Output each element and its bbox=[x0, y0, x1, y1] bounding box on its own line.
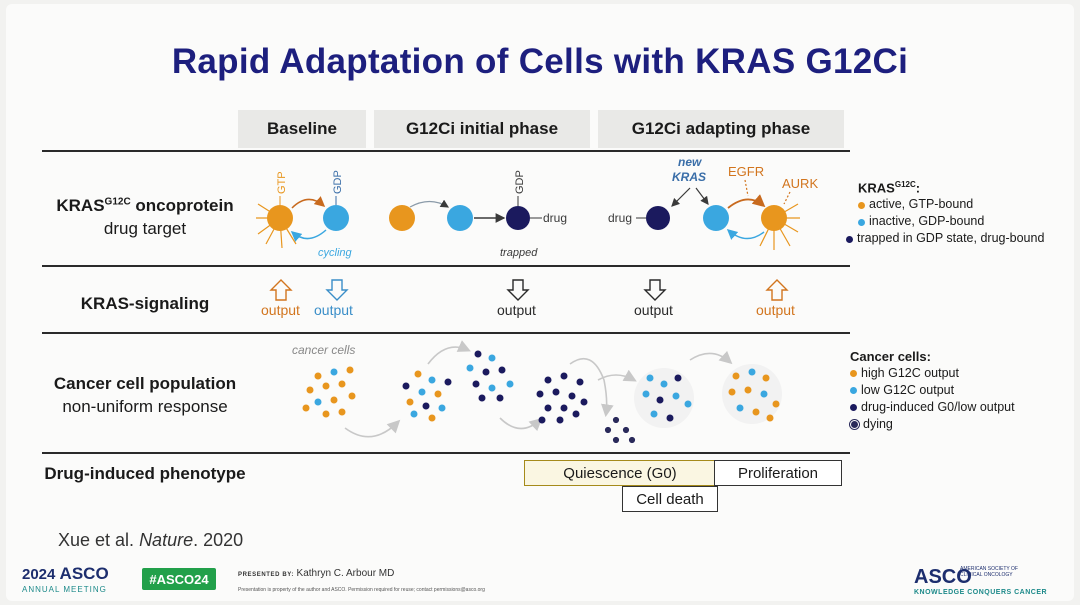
divider-line bbox=[42, 265, 850, 267]
initial-phase-kras: drug GDP trapped bbox=[389, 170, 567, 259]
cell-cluster-baseline bbox=[302, 366, 356, 418]
gdp-label: GDP bbox=[514, 170, 526, 194]
high-output-dot-icon bbox=[850, 370, 857, 378]
divider-line bbox=[42, 452, 850, 454]
row-label-oncoprotein: KRASG12C oncoprotein drug target bbox=[56, 195, 234, 238]
inactive-kras-node bbox=[703, 205, 729, 231]
inactive-kras-node bbox=[447, 205, 473, 231]
drug-label: drug bbox=[543, 211, 567, 225]
output-label: output bbox=[634, 302, 673, 318]
row-label-population: Cancer cell population non-uniform respo… bbox=[53, 374, 237, 416]
new-kras-label-2: KRAS bbox=[672, 170, 706, 184]
citation: Xue et al. Nature. 2020 bbox=[58, 530, 244, 550]
legend-item: low G12C output bbox=[850, 382, 1015, 399]
column-header-baseline: Baseline bbox=[238, 110, 366, 148]
population-flow-arrows bbox=[344, 340, 733, 438]
output-label: output bbox=[314, 302, 353, 318]
active-dot-icon bbox=[858, 201, 865, 209]
output-label: output bbox=[497, 302, 536, 318]
cell-cluster-dying bbox=[604, 416, 636, 444]
output-down-arrow-icon bbox=[506, 279, 530, 301]
low-output-dot-icon bbox=[850, 387, 857, 395]
trapped-kras-node bbox=[646, 206, 670, 230]
cells-legend: Cancer cells: high G12C output low G12C … bbox=[850, 348, 1015, 433]
cycling-label: cycling bbox=[318, 247, 353, 259]
baseline-kras-cycle: GTP GDP cycling bbox=[256, 170, 353, 259]
drug-label: drug bbox=[608, 211, 632, 225]
output-down-arrow-icon bbox=[325, 279, 349, 301]
column-header-adapting-phase: G12Ci adapting phase bbox=[598, 110, 844, 148]
output-label: output bbox=[261, 302, 300, 318]
gdp-label: GDP bbox=[332, 170, 344, 194]
slide-frame bbox=[6, 4, 1074, 601]
egfr-label: EGFR bbox=[728, 164, 764, 179]
divider-line bbox=[42, 150, 850, 152]
asco-society-logo: ASCO bbox=[914, 566, 972, 588]
g0-dot-icon bbox=[850, 404, 857, 412]
legend-item: trapped in GDP state, drug-bound bbox=[846, 230, 1044, 247]
row-label-phenotype: Drug-induced phenotype bbox=[44, 464, 246, 483]
active-kras-node bbox=[389, 205, 415, 231]
legend-item: dying bbox=[850, 416, 1015, 433]
cell-cluster-adapting-high bbox=[722, 364, 782, 424]
aurk-label: AURK bbox=[782, 176, 818, 191]
legend-item: inactive, GDP-bound bbox=[858, 213, 1044, 230]
cell-death-box: Cell death bbox=[622, 486, 718, 512]
kras-legend-title: KRASG12C: bbox=[858, 180, 921, 196]
row-label-signaling: KRAS-signaling bbox=[80, 294, 210, 313]
asco-tagline: KNOWLEDGE CONQUERS CANCER bbox=[914, 589, 1048, 596]
new-kras-label-1: new bbox=[678, 155, 702, 169]
divider-line bbox=[42, 332, 850, 334]
legend-item: active, GTP-bound bbox=[858, 196, 1044, 213]
gtp-label: GTP bbox=[276, 171, 288, 194]
column-header-initial-phase: G12Ci initial phase bbox=[374, 110, 590, 148]
inactive-dot-icon bbox=[858, 218, 865, 226]
asco-meeting-logo: 2024 ASCO ANNUAL MEETING bbox=[22, 564, 109, 594]
cells-legend-title: Cancer cells: bbox=[850, 349, 931, 364]
hashtag-badge: #ASCO24 bbox=[142, 568, 216, 590]
trapped-label: trapped bbox=[500, 247, 538, 259]
legend-item: high G12C output bbox=[850, 365, 1015, 382]
active-kras-node bbox=[761, 205, 787, 231]
legend-item: drug-induced G0/low output bbox=[850, 399, 1015, 416]
cell-cluster-adapting-low bbox=[634, 368, 694, 428]
inactive-kras-node bbox=[323, 205, 349, 231]
trapped-dot-icon bbox=[846, 235, 853, 243]
output-up-arrow-icon bbox=[269, 279, 293, 301]
signaling-outputs: output output output output output bbox=[261, 279, 795, 318]
cell-cluster-shifted bbox=[466, 350, 514, 402]
output-label: output bbox=[756, 302, 795, 318]
output-up-arrow-icon bbox=[765, 279, 789, 301]
proliferation-box: Proliferation bbox=[714, 460, 842, 486]
adapting-phase-kras: drug new KRAS EGFR AURK bbox=[608, 155, 818, 250]
cancer-cells-label: cancer cells bbox=[292, 343, 355, 357]
trapped-kras-node bbox=[506, 206, 530, 230]
quiescence-box: Quiescence (G0) bbox=[524, 460, 716, 486]
cell-cluster-g0 bbox=[536, 372, 588, 424]
cell-cluster-initial bbox=[402, 370, 452, 422]
reuse-notice: Presentation is property of the author a… bbox=[238, 587, 485, 593]
kras-legend: KRASG12C: active, GTP-bound inactive, GD… bbox=[846, 176, 1044, 247]
presented-by: PRESENTED BY: Kathryn C. Arbour MD bbox=[238, 568, 395, 579]
dying-dot-icon bbox=[850, 420, 859, 430]
slide-title: Rapid Adaptation of Cells with KRAS G12C… bbox=[171, 42, 909, 81]
active-kras-node bbox=[267, 205, 293, 231]
output-down-arrow-icon bbox=[643, 279, 667, 301]
